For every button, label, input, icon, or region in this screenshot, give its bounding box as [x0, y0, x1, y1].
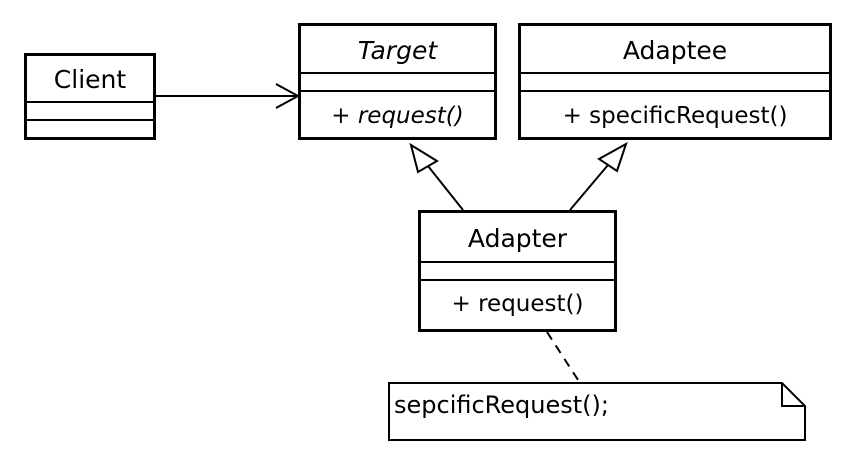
method-request-target: + request(): [331, 103, 464, 129]
class-divider: [421, 261, 614, 263]
method-specific-request: + specificRequest(): [562, 103, 788, 129]
class-divider: [27, 101, 153, 103]
note-link-line: [546, 331, 581, 384]
class-name-adapter: Adapter: [467, 224, 568, 253]
class-divider: [27, 119, 153, 121]
note-text: sepcificRequest();: [394, 391, 609, 419]
method-request-adapter: + request(): [451, 291, 584, 317]
generalization-triangle-target: [409, 142, 439, 174]
generalization-triangle-adaptee: [597, 141, 628, 173]
client-class: Client: [24, 53, 156, 140]
class-name-client: Client: [53, 65, 127, 94]
class-divider: [521, 90, 829, 92]
generalization-line-adapter-adaptee: [569, 164, 609, 211]
adapter-class: Adapter + request(): [418, 210, 617, 332]
note-fold: [781, 383, 805, 407]
class-divider: [521, 72, 829, 74]
class-divider: [301, 90, 494, 92]
class-divider: [421, 279, 614, 281]
class-name-adaptee: Adaptee: [622, 36, 728, 65]
adaptee-class: Adaptee + specificRequest(): [518, 23, 832, 140]
generalization-line-adapter-target: [427, 165, 464, 211]
note-shape: [388, 382, 806, 441]
class-name-target: Target: [357, 36, 438, 65]
class-divider: [301, 72, 494, 74]
target-class: Target + request(): [298, 23, 497, 140]
